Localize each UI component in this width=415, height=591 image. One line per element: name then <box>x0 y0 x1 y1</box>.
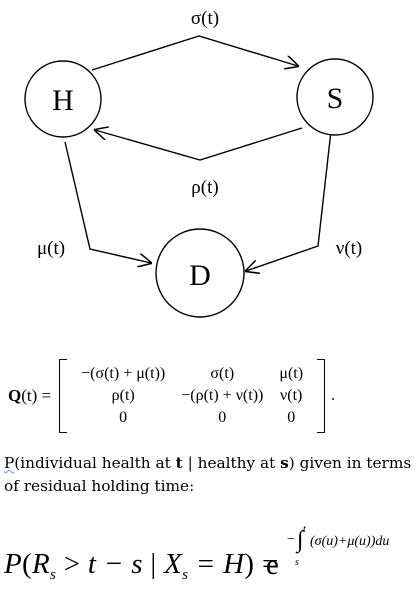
matrix-left-bracket <box>59 359 68 433</box>
matrix-cell: σ(t) <box>210 365 235 382</box>
survival-formula: P(Rs > t − s | Xs = H) = e − ∫ t s (σ(u)… <box>4 524 412 590</box>
matrix-body: −(σ(t) + μ(t)) σ(t) μ(t) ρ(t) −(ρ(t) + ν… <box>73 363 311 429</box>
matrix-row: −(σ(t) + μ(t)) σ(t) μ(t) <box>73 363 311 385</box>
matrix-cell: −(ρ(t) + ν(t)) <box>181 387 264 404</box>
node-sick: S <box>296 58 374 136</box>
matrix-cell: 0 <box>287 409 296 426</box>
edge-label-rho: ρ(t) <box>191 177 218 198</box>
edge-h-to-s <box>91 35 298 71</box>
transition-matrix: Q(t) = −(σ(t) + μ(t)) σ(t) μ(t) ρ(t) −(ρ… <box>8 356 335 436</box>
matrix-row: 0 0 0 <box>73 407 311 429</box>
edge-label-nu: ν(t) <box>336 238 363 259</box>
edge-label-sigma: σ(t) <box>191 8 219 29</box>
state-transition-diagram: H S D σ(t) ρ(t) μ(t) ν(t) <box>24 8 374 318</box>
edge-s-to-h <box>95 128 303 161</box>
edge-label-mu: μ(t) <box>37 238 65 259</box>
integral-lower-limit: s <box>295 557 299 568</box>
matrix-cell: ρ(t) <box>111 387 135 404</box>
caption-p: P <box>4 454 15 472</box>
matrix-right-bracket <box>317 359 326 433</box>
formula-integrand: (σ(u)+μ(u))du <box>310 534 390 549</box>
matrix-row: ρ(t) −(ρ(t) + ν(t)) ν(t) <box>73 385 311 407</box>
matrix-lhs: Q(t) = <box>8 386 52 405</box>
matrix-cell: 0 <box>119 409 128 426</box>
caption-s: s <box>280 454 289 472</box>
matrix-cell: −(σ(t) + μ(t)) <box>81 365 166 382</box>
edge-s-to-d <box>246 130 332 271</box>
node-label-dead: D <box>189 259 211 292</box>
node-label-healthy: H <box>52 84 74 117</box>
caption-text: P(individual health at t | healthy at s)… <box>4 454 412 495</box>
matrix-period: . <box>331 387 336 404</box>
node-dead: D <box>155 228 245 318</box>
formula-exp-base: e <box>266 549 279 581</box>
formula-exponent-minus: − <box>286 532 296 547</box>
matrix-cell: μ(t) <box>279 365 304 382</box>
edge-h-to-d <box>64 141 151 263</box>
caption-t: t <box>175 454 183 472</box>
integral-upper-limit: t <box>303 524 306 535</box>
matrix-cell: 0 <box>218 409 227 426</box>
formula-lhs: P(Rs > t − s | Xs = H) = <box>4 548 279 583</box>
matrix-cell: ν(t) <box>280 387 303 404</box>
node-healthy: H <box>24 60 102 138</box>
node-label-sick: S <box>327 82 344 115</box>
integral-sign: ∫ <box>297 527 304 553</box>
